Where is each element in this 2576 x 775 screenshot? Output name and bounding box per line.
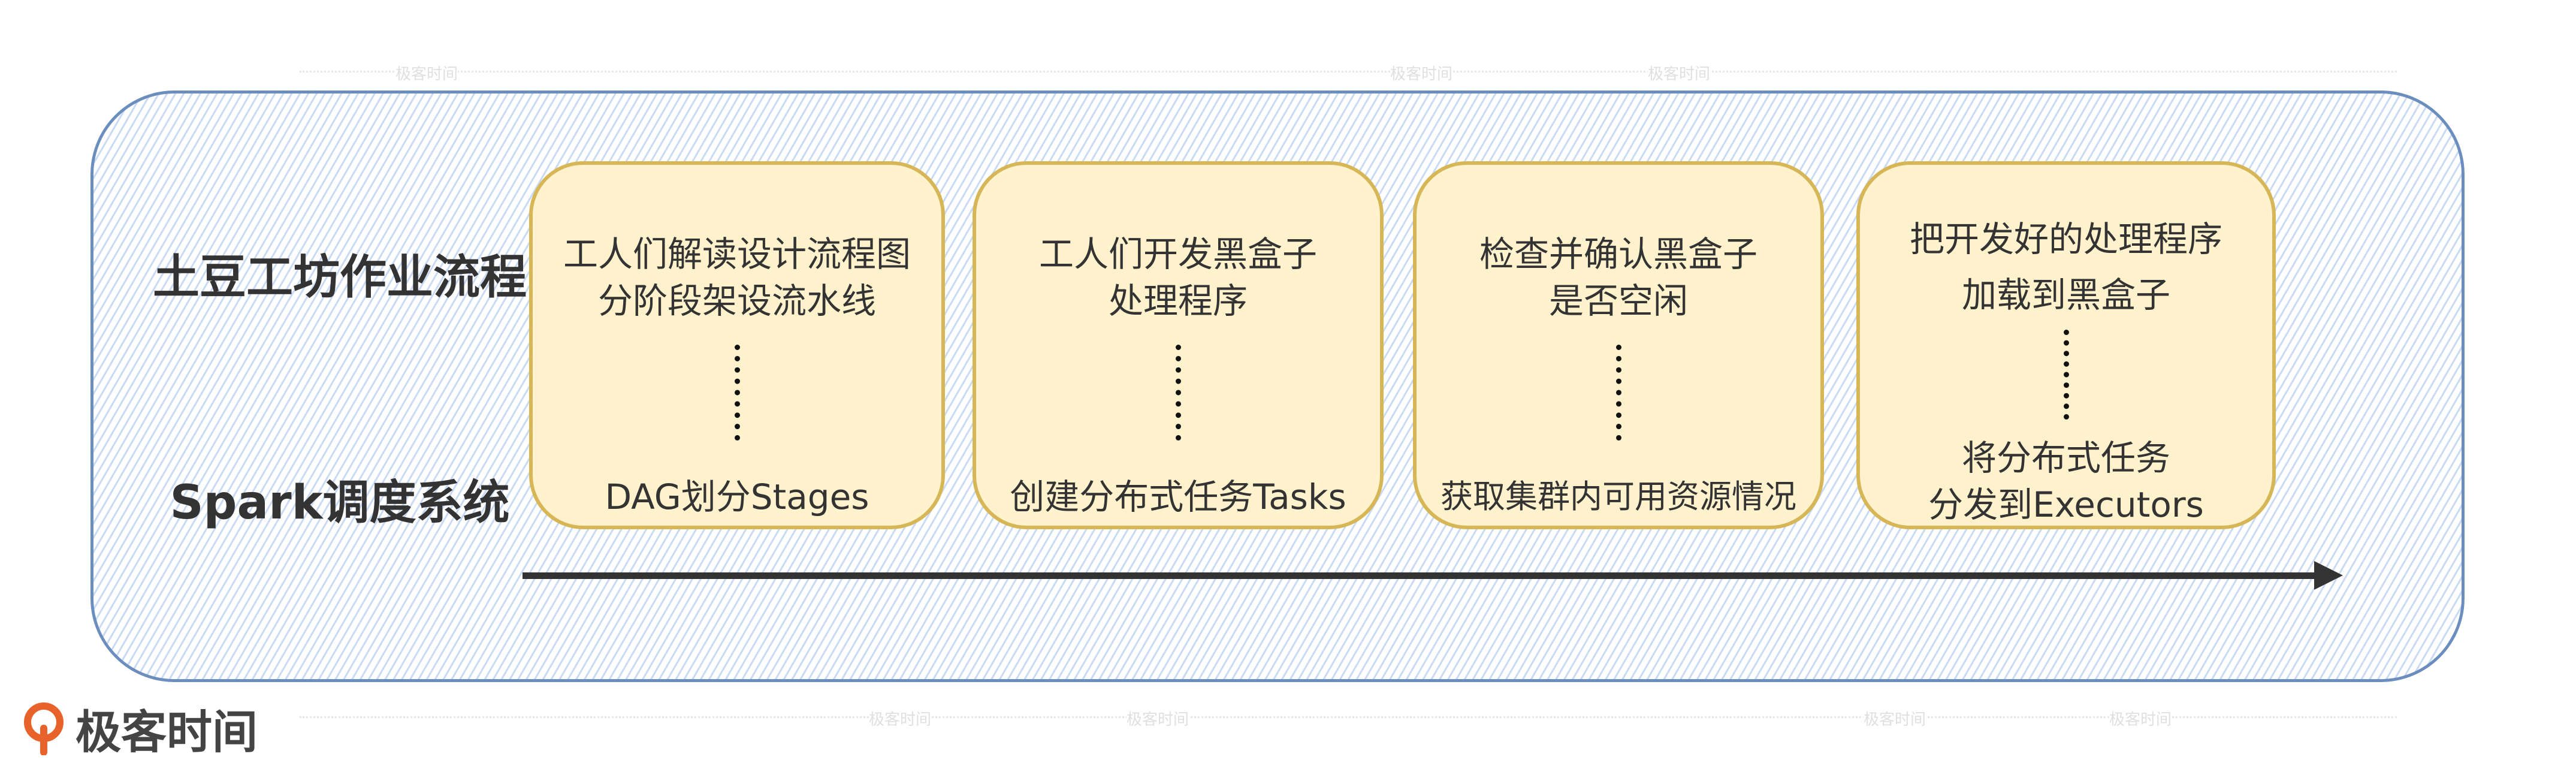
ellipsis-dots — [1176, 345, 1181, 441]
card-top-line: 把开发好的处理程序 — [1909, 219, 2222, 260]
ellipsis-dots — [2064, 330, 2069, 420]
ellipsis-dots — [735, 345, 740, 441]
card-top-line: 工人们开发黑盒子 — [1038, 234, 1317, 275]
card-top-line: 工人们解读设计流程图 — [563, 234, 911, 275]
watermark: 极客时间 — [395, 62, 458, 84]
watermark-line — [300, 716, 2397, 718]
card-top-line: 处理程序 — [1108, 281, 1248, 321]
watermark: 极客时间 — [2109, 707, 2172, 729]
card-top-line: 加载到黑盒子 — [1961, 275, 2170, 315]
geektime-logo-icon — [23, 701, 65, 756]
watermark-line — [300, 71, 2397, 73]
watermark: 极客时间 — [1648, 62, 1711, 84]
row-label-spark-scheduler: Spark调度系统 — [170, 476, 510, 530]
geektime-logo: 极客时间 — [23, 695, 258, 761]
watermark: 极客时间 — [1127, 707, 1189, 729]
card-bottom-line: 创建分布式任务Tasks — [1010, 477, 1346, 517]
logo-text: 极客时间 — [76, 705, 258, 759]
card-bottom-line: 将分布式任务 — [1961, 438, 2170, 478]
watermark: 极客时间 — [1390, 62, 1453, 84]
watermark: 极客时间 — [1864, 707, 1926, 729]
row-label-potato-workshop: 土豆工坊作业流程 — [152, 251, 527, 304]
watermark: 极客时间 — [869, 707, 932, 729]
card-bottom-line: DAG划分Stages — [605, 477, 869, 517]
card-top-line: 是否空闲 — [1548, 281, 1688, 321]
card-top-line: 检查并确认黑盒子 — [1479, 234, 1757, 275]
step-card-3: 检查并确认黑盒子 是否空闲 获取集群内可用资源情况 — [1413, 161, 1824, 529]
step-card-1: 工人们解读设计流程图 分阶段架设流水线 DAG划分Stages — [529, 161, 945, 529]
card-bottom-line: 分发到Executors — [1928, 484, 2204, 525]
arrow-head-icon — [2314, 561, 2343, 590]
step-card-4: 把开发好的处理程序 加载到黑盒子 将分布式任务 分发到Executors — [1856, 161, 2276, 529]
timeline-arrow-shaft — [523, 572, 2320, 579]
card-top-line: 分阶段架设流水线 — [597, 281, 876, 321]
ellipsis-dots — [1616, 345, 1621, 441]
step-card-2: 工人们开发黑盒子 处理程序 创建分布式任务Tasks — [973, 161, 1384, 529]
card-bottom-line: 获取集群内可用资源情况 — [1440, 478, 1796, 515]
